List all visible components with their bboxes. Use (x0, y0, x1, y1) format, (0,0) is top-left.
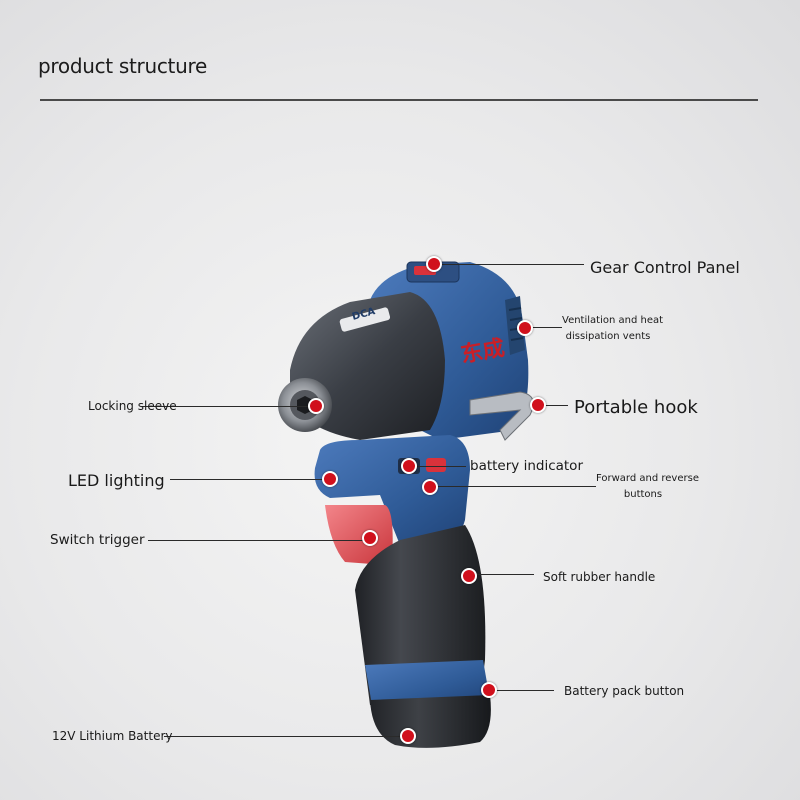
leader-locking-sleeve (142, 406, 314, 407)
label-forward-reverse: Forward and reverse buttons (596, 471, 699, 503)
leader-led (170, 479, 330, 480)
leader-portable-hook (540, 405, 568, 406)
marker-led (322, 471, 338, 487)
marker-battery (400, 728, 416, 744)
label-gear-control-panel: Gear Control Panel (590, 258, 740, 277)
leader-battery-indicator (410, 466, 466, 467)
label-ventilation: Ventilation and heat dissipation vents (562, 313, 664, 345)
marker-battery-indicator (401, 458, 417, 474)
leader-battery-button (490, 690, 554, 691)
marker-soft-handle (461, 568, 477, 584)
leader-soft-handle (470, 574, 534, 575)
leader-forward-reverse (430, 486, 596, 487)
marker-switch-trigger (362, 530, 378, 546)
marker-ventilation (517, 320, 533, 336)
title-divider (40, 99, 758, 101)
label-portable-hook: Portable hook (574, 397, 698, 418)
leader-battery (164, 736, 408, 737)
page-title: product structure (38, 54, 207, 78)
leader-switch-trigger (148, 540, 370, 541)
label-ventilation-line2: dissipation vents (565, 331, 651, 342)
label-locking-sleeve: Locking sleeve (88, 399, 177, 413)
label-forward-reverse-line1: Forward and reverse (596, 473, 699, 484)
marker-battery-button (481, 682, 497, 698)
leader-gear-control (436, 264, 584, 265)
marker-forward-reverse (422, 479, 438, 495)
leader-ventilation (528, 327, 562, 328)
label-led-lighting: LED lighting (68, 471, 165, 490)
label-lithium-battery: 12V Lithium Battery (52, 729, 173, 743)
label-switch-trigger: Switch trigger (50, 532, 145, 548)
marker-locking-sleeve (308, 398, 324, 414)
marker-gear-control (426, 256, 442, 272)
marker-portable-hook (530, 397, 546, 413)
label-battery-indicator: battery indicator (470, 458, 583, 474)
label-soft-rubber-handle: Soft rubber handle (543, 570, 656, 584)
label-forward-reverse-line2: buttons (623, 489, 663, 500)
label-battery-pack-button: Battery pack button (564, 684, 685, 698)
label-ventilation-line1: Ventilation and heat (562, 315, 664, 326)
